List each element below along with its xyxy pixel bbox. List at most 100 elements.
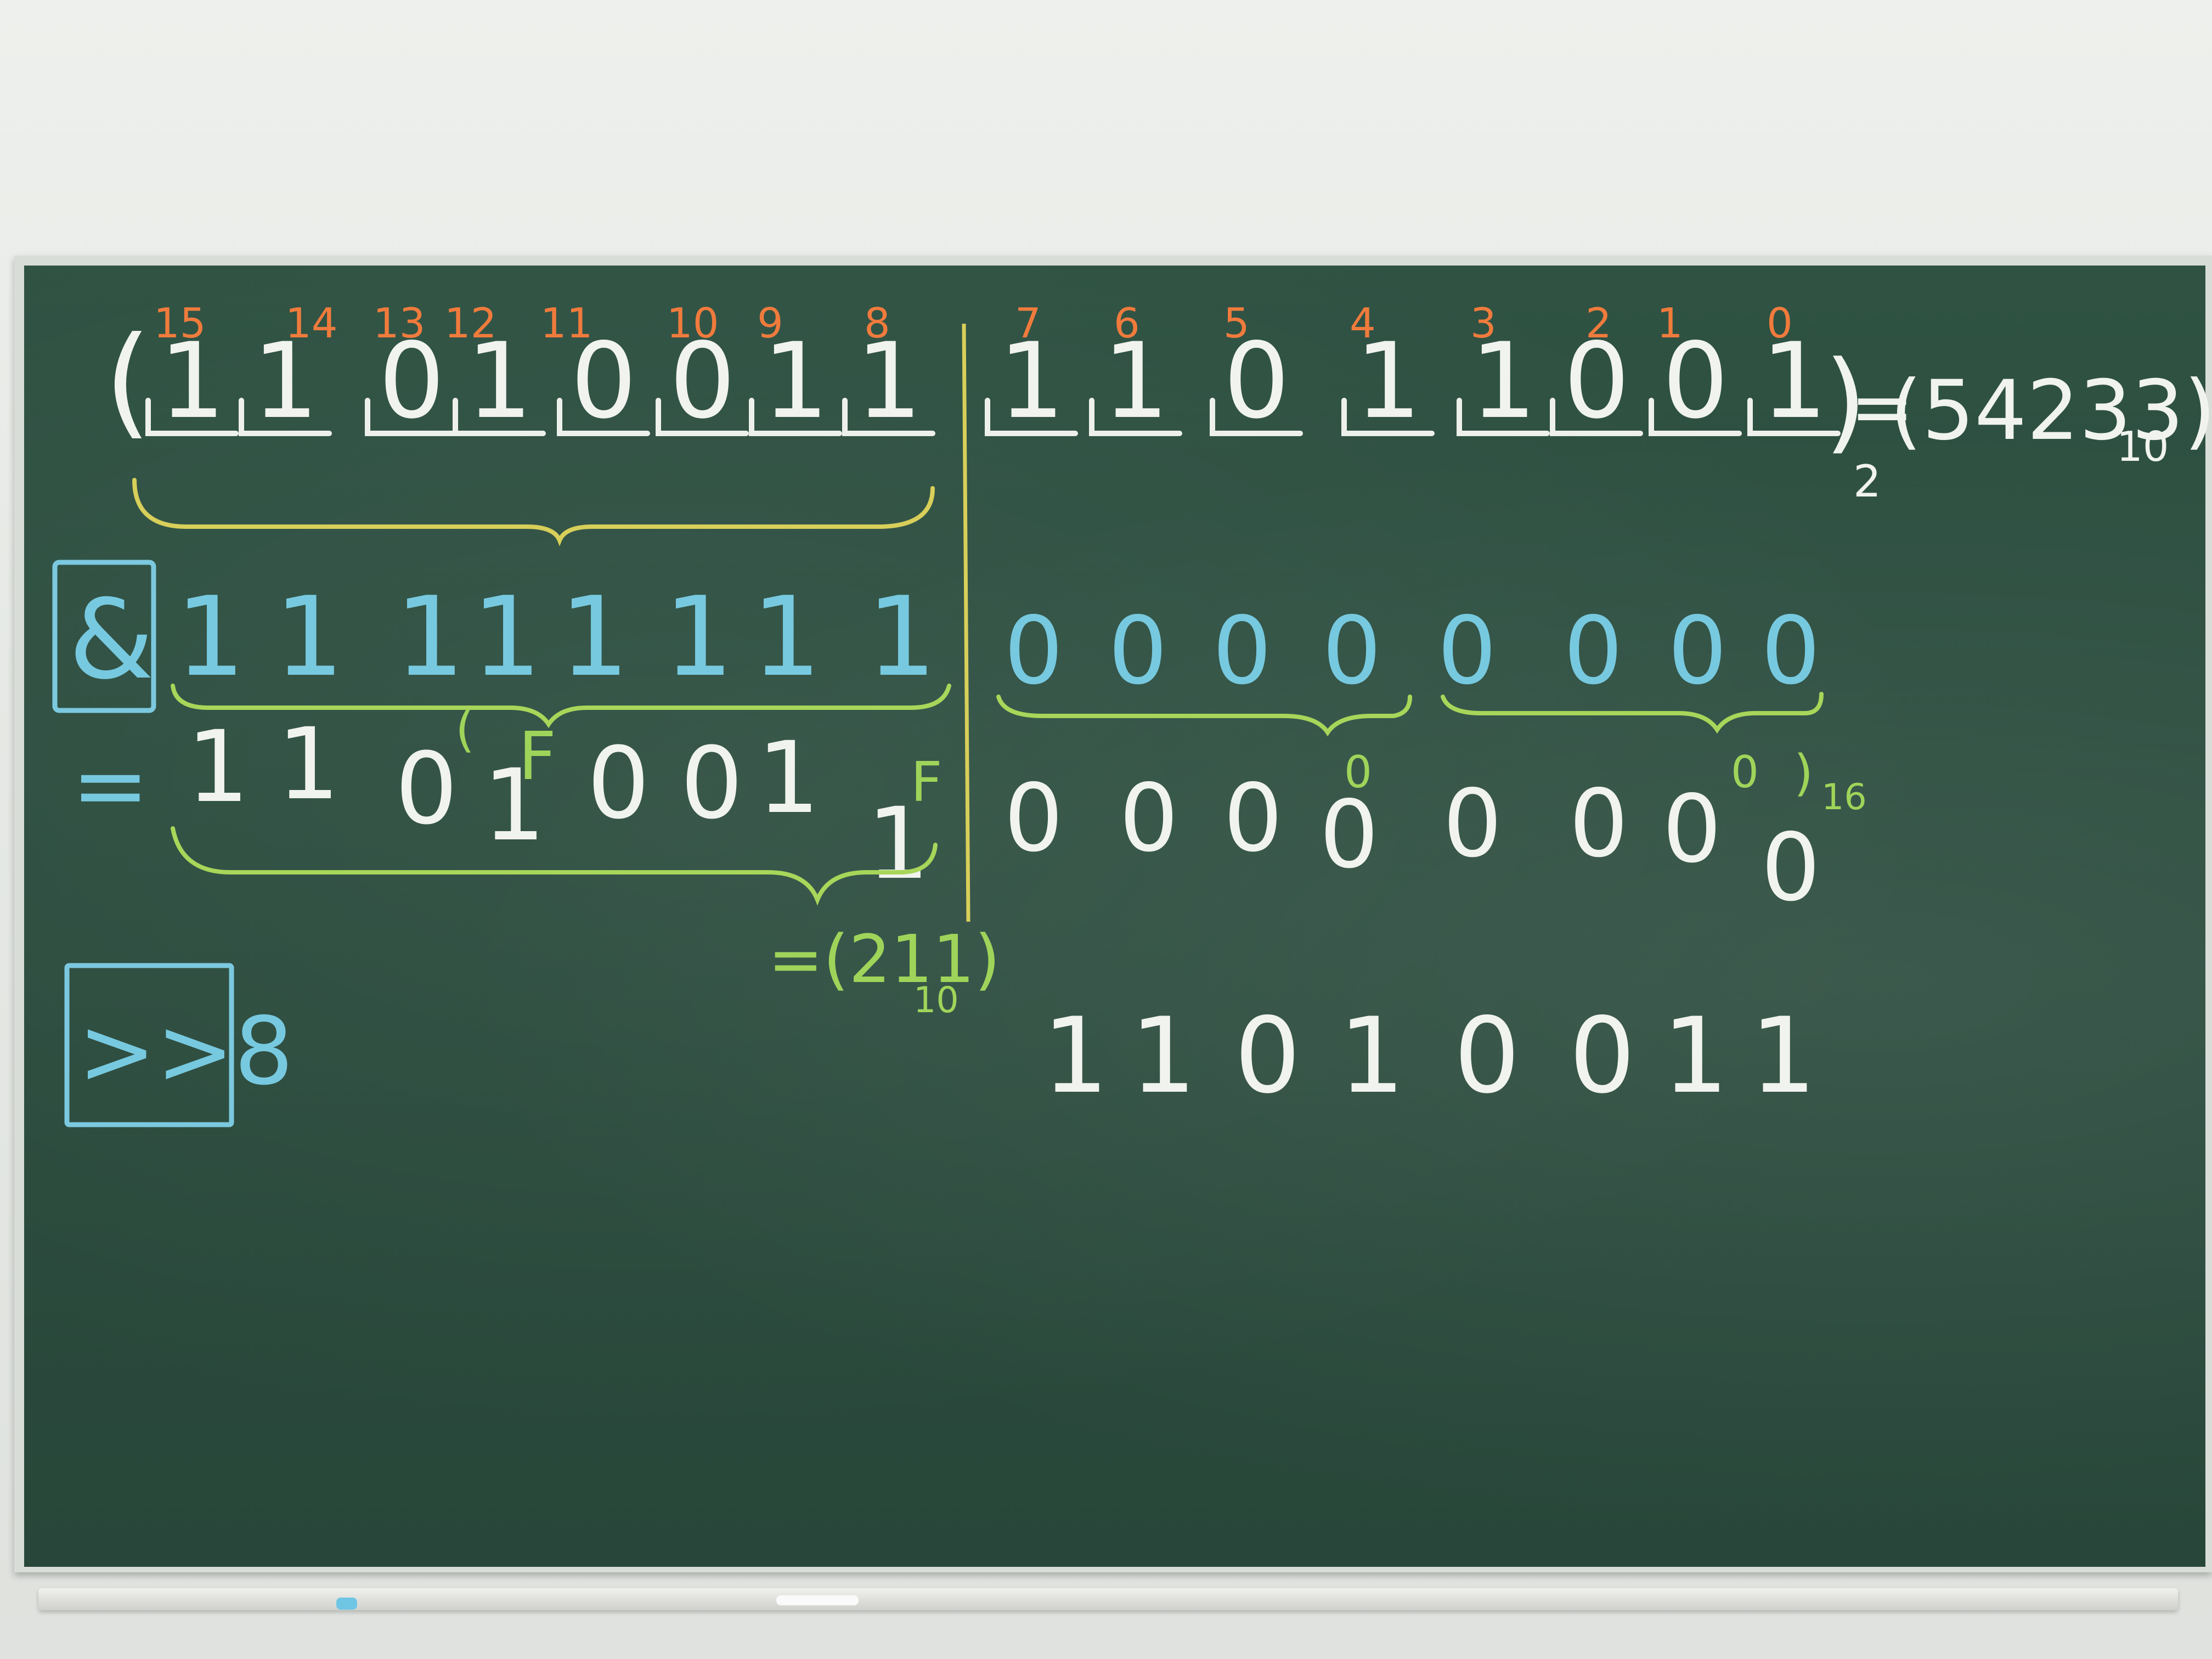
mask-zero-digit: 0 [1761, 597, 1820, 706]
bit-index: 0 [1767, 299, 1793, 347]
bit-underline-bracket [557, 398, 650, 436]
bit-index: 15 [154, 299, 206, 347]
hex-zero-right: 0 [1731, 747, 1759, 798]
chalk-piece [776, 1595, 859, 1605]
shift-result-digit: 1 [1042, 995, 1109, 1116]
bit-index: 7 [1015, 299, 1041, 347]
bit-underline-bracket [1341, 398, 1435, 436]
result-zero-digit: 0 [1662, 775, 1722, 884]
bit-index: 3 [1470, 299, 1497, 347]
bit-underline-bracket [1089, 398, 1182, 436]
bit-underline-bracket [1747, 398, 1841, 436]
binary-digit: 0 [571, 320, 637, 442]
mask-one-digit: 1 [274, 573, 344, 701]
shift-symbol: >>8 [78, 997, 294, 1106]
result-zero-digit: 0 [1569, 770, 1628, 878]
shift-operator-box [64, 963, 234, 1127]
result-digit: 1 [277, 707, 340, 822]
binary-digit: 1 [1355, 320, 1421, 442]
shift-result-digit: 1 [1662, 995, 1729, 1116]
mask-one-digit: 1 [664, 573, 733, 701]
mask-low-brace-2 [1441, 692, 1824, 734]
bit-underline-bracket [1457, 398, 1550, 436]
bit-underline-bracket [1210, 398, 1303, 436]
bit-underline-bracket [656, 398, 749, 436]
bit-underline-bracket [239, 398, 332, 436]
binary-digit: 0 [669, 320, 736, 442]
bit-index: 14 [285, 299, 337, 347]
result-brace [171, 826, 938, 906]
bit-index: 4 [1350, 299, 1376, 347]
result-equals: = [71, 731, 149, 840]
mask-zero-digit: 0 [1108, 597, 1167, 706]
shift-result-digit: 0 [1234, 995, 1301, 1116]
binary-digit: 0 [1564, 320, 1630, 442]
hex-zero-left: 0 [1344, 747, 1372, 798]
bit-underline-bracket [1550, 398, 1643, 436]
bit-index: 10 [667, 299, 719, 347]
hex-paren-close: ) [1794, 744, 1813, 802]
binary-digit: 0 [1223, 320, 1290, 442]
bit-index: 6 [1114, 299, 1140, 347]
decimal-value: (54233) [1890, 363, 2212, 459]
binary-digit: 0 [379, 320, 445, 442]
result-zero-digit: 0 [1223, 764, 1283, 873]
mask-high-brace [171, 684, 951, 729]
binary-digit: 1 [252, 320, 319, 442]
bit-index: 12 [444, 299, 496, 347]
result-zero-digit: 0 [1319, 781, 1379, 889]
decimal-result-base: 10 [913, 980, 959, 1021]
mask-zero-digit: 0 [1437, 597, 1497, 706]
mask-one-digit: 1 [395, 573, 465, 701]
shift-result-digit: 1 [1750, 995, 1816, 1116]
bit-underline-bracket [365, 398, 458, 436]
mask-low-brace-1 [996, 695, 1412, 737]
bit-underline-bracket [1649, 398, 1742, 436]
shift-result-digit: 1 [1130, 995, 1197, 1116]
high-byte-brace [132, 478, 935, 546]
mask-one-digit: 1 [472, 573, 541, 701]
bit-underline-bracket [749, 398, 842, 436]
bit-index: 2 [1585, 299, 1612, 347]
hex-digit-left: F [518, 719, 556, 795]
top-close-paren: ) [1824, 337, 1867, 465]
hex-paren-open: ( [455, 701, 475, 758]
decimal-result: =(211) [768, 922, 1000, 998]
bit-index: 13 [373, 299, 425, 347]
mask-zero-digit: 0 [1212, 597, 1272, 706]
binary-digit: 0 [1662, 320, 1729, 442]
result-zero-digit: 0 [1004, 764, 1063, 873]
mask-zero-digit: 0 [1564, 597, 1623, 706]
binary-digit: 1 [466, 320, 533, 442]
result-zero-digit: 0 [1119, 764, 1178, 873]
binary-digit: 1 [1761, 320, 1827, 442]
mask-one-digit: 1 [176, 573, 245, 701]
result-digit: 1 [187, 710, 250, 825]
chalkboard [24, 266, 2205, 1567]
mask-one-digit: 1 [867, 573, 936, 701]
shift-result-digit: 1 [1339, 995, 1405, 1116]
chalk-tray [38, 1588, 2178, 1610]
bit-index: 9 [757, 299, 783, 347]
and-symbol: & [69, 576, 154, 704]
shift-result-digit: 0 [1569, 995, 1635, 1116]
mask-zero-digit: 0 [1668, 597, 1727, 706]
result-digit: 1 [867, 787, 930, 901]
result-zero-digit: 0 [1443, 770, 1502, 878]
mask-one-digit: 1 [560, 573, 629, 701]
binary-digit: 1 [1103, 320, 1169, 442]
bit-underline-bracket [145, 398, 239, 436]
bit-index: 1 [1657, 299, 1683, 347]
bit-index: 8 [864, 299, 890, 347]
binary-digit: 1 [998, 320, 1065, 442]
binary-digit: 1 [159, 320, 225, 442]
result-digit: 0 [680, 726, 743, 841]
top-equals: = [1850, 363, 1914, 452]
and-operator-box [52, 560, 156, 713]
